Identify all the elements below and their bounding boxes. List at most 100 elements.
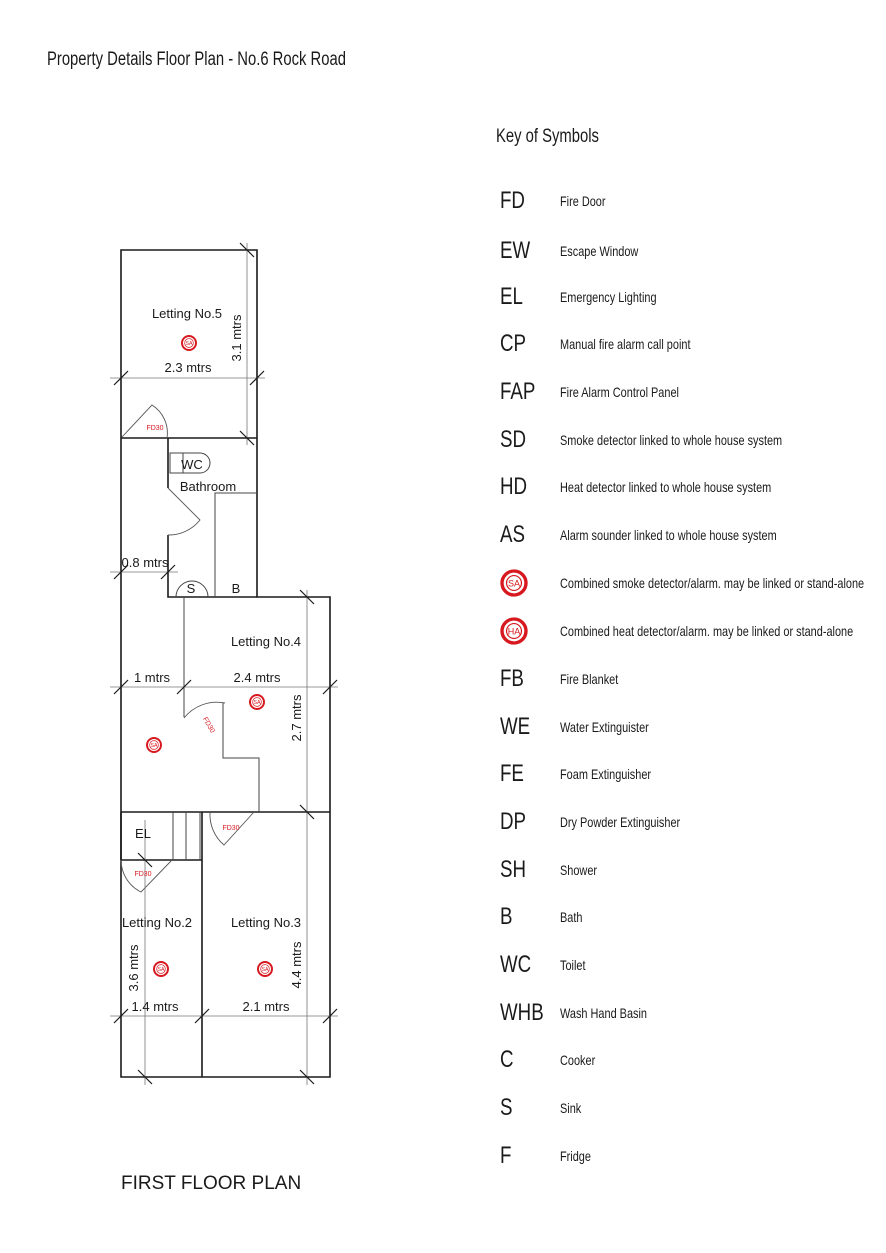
wc-label: WC bbox=[181, 457, 203, 472]
smoke-alarm-icon: SA bbox=[181, 335, 197, 351]
key-description: Smoke detector linked to whole house sys… bbox=[560, 432, 783, 448]
plan-labels: Letting No.5 Letting No.4 Letting No.2 L… bbox=[122, 306, 304, 1014]
svg-text:SA: SA bbox=[150, 743, 158, 749]
key-symbol: HD bbox=[500, 473, 528, 500]
key-symbol: SH bbox=[500, 856, 527, 883]
door-swing bbox=[183, 701, 226, 719]
key-description: Alarm sounder linked to whole house syst… bbox=[560, 527, 777, 543]
dimension-label: 3.1 mtrs bbox=[229, 314, 244, 361]
svg-text:SA: SA bbox=[157, 967, 165, 973]
key-item: WC Toilet bbox=[500, 950, 880, 980]
wc-cistern bbox=[169, 452, 184, 474]
dimension-label: 2.4 mtrs bbox=[234, 670, 281, 685]
alarm-symbol: HA bbox=[500, 617, 528, 645]
key-item: FE Foam Extinguisher bbox=[500, 759, 880, 789]
page-title: Property Details Floor Plan - No.6 Rock … bbox=[47, 49, 430, 71]
bathroom-wall bbox=[167, 438, 257, 598]
doors bbox=[120, 404, 255, 893]
key-description: Fire Door bbox=[560, 193, 606, 209]
wc-bowl bbox=[183, 452, 211, 474]
dimension-label: 1 mtrs bbox=[134, 670, 171, 685]
dimension-label: 2.3 mtrs bbox=[165, 360, 212, 375]
key-item: SA Combined smoke detector/alarm. may be … bbox=[500, 568, 880, 598]
key-item: F Fridge bbox=[500, 1141, 880, 1171]
key-symbol: DP bbox=[500, 808, 527, 835]
sink-basin bbox=[175, 580, 209, 598]
door-swing bbox=[120, 859, 173, 893]
key-description: Bath bbox=[560, 909, 583, 925]
el-label: EL bbox=[135, 826, 151, 841]
key-symbol: FD bbox=[500, 187, 525, 214]
floor-label: FIRST FLOOR PLAN bbox=[121, 1173, 302, 1194]
letting4-partition bbox=[183, 597, 260, 812]
walls bbox=[120, 249, 331, 1078]
room-label-bathroom: Bathroom bbox=[180, 479, 236, 494]
door-swing bbox=[121, 404, 168, 439]
fire-door-label: FD30 bbox=[146, 425, 163, 432]
key-description: Toilet bbox=[560, 957, 586, 973]
key-symbol: F bbox=[500, 1142, 512, 1169]
key-symbol: FE bbox=[500, 760, 524, 787]
door-swing bbox=[167, 487, 201, 536]
key-title-text: Key of Symbols bbox=[496, 126, 599, 147]
key-description: Cooker bbox=[560, 1052, 596, 1068]
room-label-letting5: Letting No.5 bbox=[152, 306, 222, 321]
svg-text:SA: SA bbox=[508, 578, 520, 588]
key-description: Foam Extinguisher bbox=[560, 766, 652, 782]
key-symbol: AS bbox=[500, 521, 525, 548]
key-symbol: WE bbox=[500, 713, 531, 740]
dimension-label: 0.8 mtrs bbox=[122, 555, 169, 570]
key-description: Escape Window bbox=[560, 243, 639, 259]
fire-door-label: FD30 bbox=[222, 825, 239, 832]
room-label-letting2: Letting No.2 bbox=[122, 915, 192, 930]
key-description: Fire Alarm Control Panel bbox=[560, 384, 679, 400]
key-item: EW Escape Window bbox=[500, 236, 880, 266]
key-item: SH Shower bbox=[500, 855, 880, 885]
smoke-alarms: SA SA SA SA SA bbox=[146, 335, 273, 977]
key-symbol: WC bbox=[500, 951, 532, 978]
key-symbol: EW bbox=[500, 237, 531, 264]
key-description: Sink bbox=[560, 1100, 582, 1116]
smoke-alarm-icon: SA bbox=[257, 961, 273, 977]
key-description: Heat detector linked to whole house syst… bbox=[560, 479, 772, 495]
dimension-label: 2.1 mtrs bbox=[243, 999, 290, 1014]
smoke-alarm-icon: SA bbox=[153, 961, 169, 977]
fire-door-label: FD30 bbox=[201, 716, 216, 734]
key-item: HD Heat detector linked to whole house sy… bbox=[500, 472, 880, 502]
door-swing bbox=[209, 811, 255, 846]
key-description: Combined heat detector/alarm. may be lin… bbox=[560, 623, 854, 639]
key-description: Combined smoke detector/alarm. may be li… bbox=[560, 575, 865, 591]
key-symbol: S bbox=[500, 1094, 513, 1121]
key-item: FD Fire Door bbox=[500, 186, 880, 216]
dimension-label: 3.6 mtrs bbox=[126, 944, 141, 991]
key-description: Shower bbox=[560, 862, 598, 878]
dimension-ticks bbox=[113, 242, 338, 1085]
dimension-label: 4.4 mtrs bbox=[289, 941, 304, 988]
dimension-label: 2.7 mtrs bbox=[289, 694, 304, 741]
alarm-symbol: SA bbox=[500, 569, 528, 597]
key-item: S Sink bbox=[500, 1093, 880, 1123]
bath-partition bbox=[214, 492, 257, 597]
key-symbol: FAP bbox=[500, 378, 536, 405]
stairs bbox=[172, 812, 201, 860]
key-item: HA Combined heat detector/alarm. may be l… bbox=[500, 616, 880, 646]
svg-text:SA: SA bbox=[253, 700, 261, 706]
fire-door-label: FD30 bbox=[134, 871, 151, 878]
room-label-letting4: Letting No.4 bbox=[231, 634, 301, 649]
key-description: Fridge bbox=[560, 1148, 591, 1164]
room-label-letting3: Letting No.3 bbox=[231, 915, 301, 930]
key-symbol: WHB bbox=[500, 999, 544, 1026]
key-item: FAP Fire Alarm Control Panel bbox=[500, 377, 880, 407]
letting2-wall bbox=[121, 812, 203, 1077]
key-description: Manual fire alarm call point bbox=[560, 336, 691, 352]
svg-text:SA: SA bbox=[185, 341, 193, 347]
svg-text:SA: SA bbox=[261, 967, 269, 973]
dimension-lines bbox=[110, 243, 338, 1085]
